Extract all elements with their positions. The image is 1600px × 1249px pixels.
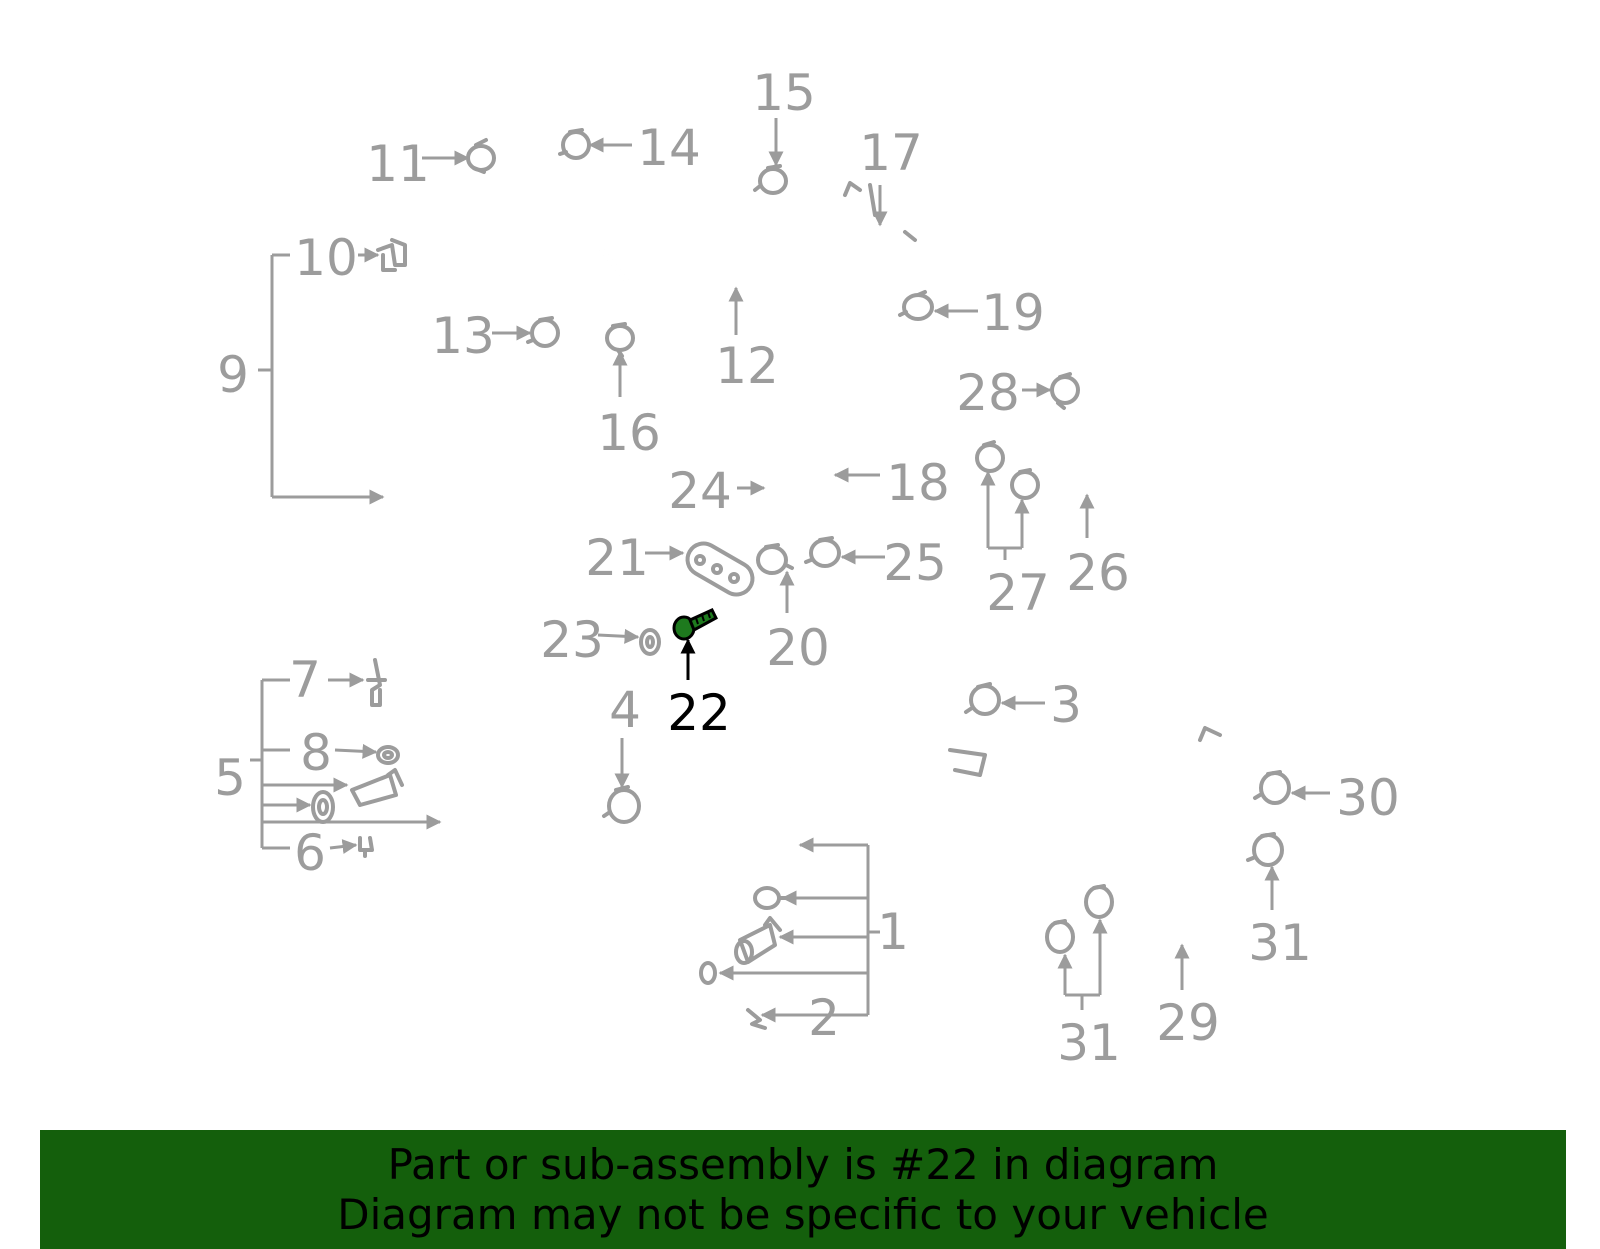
clamp-31a [1246,832,1284,867]
fitting-7 [366,658,387,707]
parts-diagram: 1 2 3 4 5 6 7 8 9 10 11 12 13 14 15 16 1… [214,64,1400,1072]
callout-25: 25 [883,534,947,592]
pipe-29 [1127,552,1378,938]
callout-7: 7 [289,651,321,709]
clamp-14 [558,128,591,160]
bracket-10 [376,238,407,272]
banner-line-1: Part or sub-assembly is #22 in diagram [387,1139,1219,1189]
callout-10: 10 [294,229,358,287]
callout-23: 23 [540,611,604,669]
hose-18 [797,402,825,508]
callout-11: 11 [366,135,430,193]
bolt-22-highlighted[interactable] [672,608,718,641]
callout-30: 30 [1336,769,1400,827]
info-banner: Part or sub-assembly is #22 in diagram D… [40,1130,1566,1249]
hose-5 [417,742,593,898]
callout-17: 17 [859,124,923,182]
clamp-4 [602,785,641,824]
clip-6 [358,836,374,858]
callout-5: 5 [214,749,246,807]
hose-12 [527,177,903,423]
pipe-17 [802,181,917,283]
callout-19: 19 [981,284,1045,342]
hose-24 [709,432,773,528]
clamp-11 [466,138,496,174]
pipe-1 [732,715,988,863]
clamp-30 [1253,770,1291,805]
callout-29: 29 [1156,994,1220,1052]
callout-12: 12 [715,337,779,395]
callout-1: 1 [877,903,909,961]
callout-31a: 31 [1248,914,1312,972]
clamp-31c [1045,919,1075,954]
clamp-16 [605,322,635,358]
clamp-25 [804,536,841,568]
callout-16: 16 [597,404,661,462]
gasket-21 [685,541,755,597]
clamp-27b [1010,468,1040,500]
clamp-31b [1084,884,1114,919]
clamp-3 [964,682,1001,716]
callout-26: 26 [1066,544,1130,602]
clip-2 [746,1008,767,1030]
banner-line-2: Diagram may not be specific to your vehi… [337,1189,1269,1239]
callout-2: 2 [808,989,840,1047]
callout-9: 9 [217,346,249,404]
callout-15: 15 [752,64,816,122]
callout-28: 28 [956,364,1020,422]
pipe-26 [1052,422,1163,503]
callout-31b: 31 [1057,1014,1121,1072]
callout-8: 8 [300,724,332,782]
clamp-15 [753,164,788,195]
clamp-19 [898,290,934,321]
clamp-28 [1050,372,1080,410]
callout-13: 13 [431,307,495,365]
callout-21: 21 [585,529,649,587]
callout-4: 4 [609,681,641,739]
callout-18: 18 [886,454,950,512]
callout-14: 14 [637,119,701,177]
clamp-13 [526,316,560,348]
callout-22-highlighted: 22 [667,684,731,742]
hose-9 [385,173,643,888]
callout-27: 27 [986,564,1050,622]
callout-labels: 1 2 3 4 5 6 7 8 9 10 11 12 13 14 15 16 1… [214,64,1400,1072]
oring-8 [376,745,400,765]
callout-24: 24 [668,462,732,520]
clamp-20 [756,543,794,575]
leader-lines [250,118,1330,1023]
oring-1 [699,961,717,985]
fitting-1 [734,916,782,965]
callout-6: 6 [294,824,326,882]
callout-20: 20 [766,619,830,677]
clamp-27a [975,440,1005,473]
callout-3: 3 [1050,676,1082,734]
washer-23 [639,628,661,656]
clamp-1a [753,886,788,910]
